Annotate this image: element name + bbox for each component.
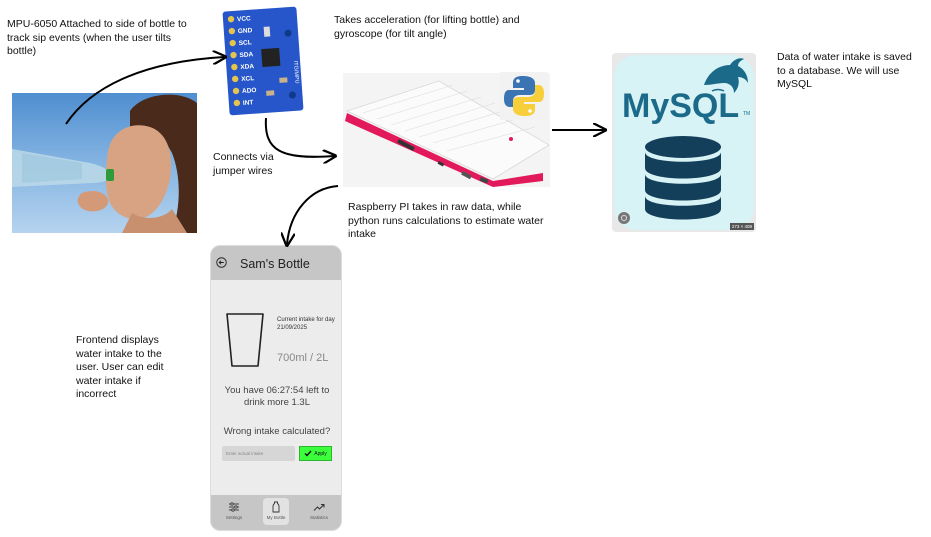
arrow-pi-to-phone <box>287 185 339 244</box>
raspberry-pi-keyboard <box>343 73 550 187</box>
pin-gnd: GND <box>238 27 253 35</box>
arrow-bottle-to-sensor <box>65 57 224 125</box>
pin-sda: SDA <box>239 51 253 59</box>
check-icon <box>304 450 312 457</box>
pi-note: Raspberry PI takes in raw data, while py… <box>348 201 544 240</box>
drinking-photo <box>12 93 197 233</box>
accel-note: Takes acceleration (for lifting bottle) … <box>334 14 520 40</box>
nav-my-bottle[interactable]: My Bottle <box>263 498 289 525</box>
trend-up-icon <box>313 504 325 511</box>
image-size-badge: 273 × 408 <box>729 223 754 230</box>
bottle-icon <box>272 501 280 513</box>
arrow-sensor-to-pi <box>264 117 334 157</box>
camera-lens-icon <box>618 212 630 224</box>
jumper-note: Connects via jumper wires <box>213 151 274 177</box>
pin-ado: ADO <box>242 87 257 95</box>
dolphin-icon <box>704 58 748 93</box>
pin-scl: SCL <box>238 39 251 47</box>
wrong-intake-prompt: Wrong intake calculated? <box>223 426 331 437</box>
apply-label: Apply <box>314 450 327 457</box>
nav-statistics-label: Statistics <box>309 515 328 520</box>
mysql-wordmark: MySQL <box>622 87 740 125</box>
phone-frontend: Sam's Bottle Current intake for day 21/0… <box>210 245 342 531</box>
pin-int: INT <box>243 99 254 107</box>
app-title: Sam's Bottle <box>240 257 310 271</box>
pin-xcl: XCL <box>241 75 254 83</box>
sliders-icon <box>229 502 239 512</box>
time-left-text: You have 06:27:54 left to drink more 1.3… <box>224 385 330 408</box>
actual-intake-input[interactable]: Enter actual intake <box>222 446 295 461</box>
nav-my-bottle-label: My Bottle <box>266 515 286 520</box>
sensor-note: MPU-6050 Attached to side of bottle to t… <box>7 18 187 57</box>
db-note: Data of water intake is saved to a datab… <box>777 51 912 90</box>
pin-vcc: VCC <box>237 15 251 23</box>
nav-settings[interactable]: Settings <box>221 498 247 525</box>
app-header: Sam's Bottle <box>211 246 341 280</box>
nav-settings-label: Settings <box>225 515 243 520</box>
mysql-logo: MySQL TM 273 × 408 <box>612 53 756 232</box>
intake-amount: 700ml / 2L <box>277 352 329 364</box>
database-icon <box>645 136 721 220</box>
bottom-nav: Settings My Bottle Statistics <box>211 495 341 530</box>
back-arrow-icon[interactable] <box>216 257 227 268</box>
apply-button[interactable]: Apply <box>299 446 332 461</box>
frontend-note: Frontend displays water intake to the us… <box>76 334 164 400</box>
current-intake-label: Current intake for day 21/09/2025 <box>277 317 335 331</box>
nav-statistics[interactable]: Statistics <box>306 498 332 525</box>
mpu6050-sensor: VCC GND SCL SDA XDA XCL ADO INT ITG/MPU <box>222 5 304 117</box>
cup-icon <box>226 313 264 367</box>
mysql-trademark: TM <box>743 111 751 117</box>
sensor-board-label: ITG/MPU <box>292 61 300 84</box>
python-logo-icon <box>500 72 548 120</box>
pin-xda: XDA <box>240 63 254 71</box>
